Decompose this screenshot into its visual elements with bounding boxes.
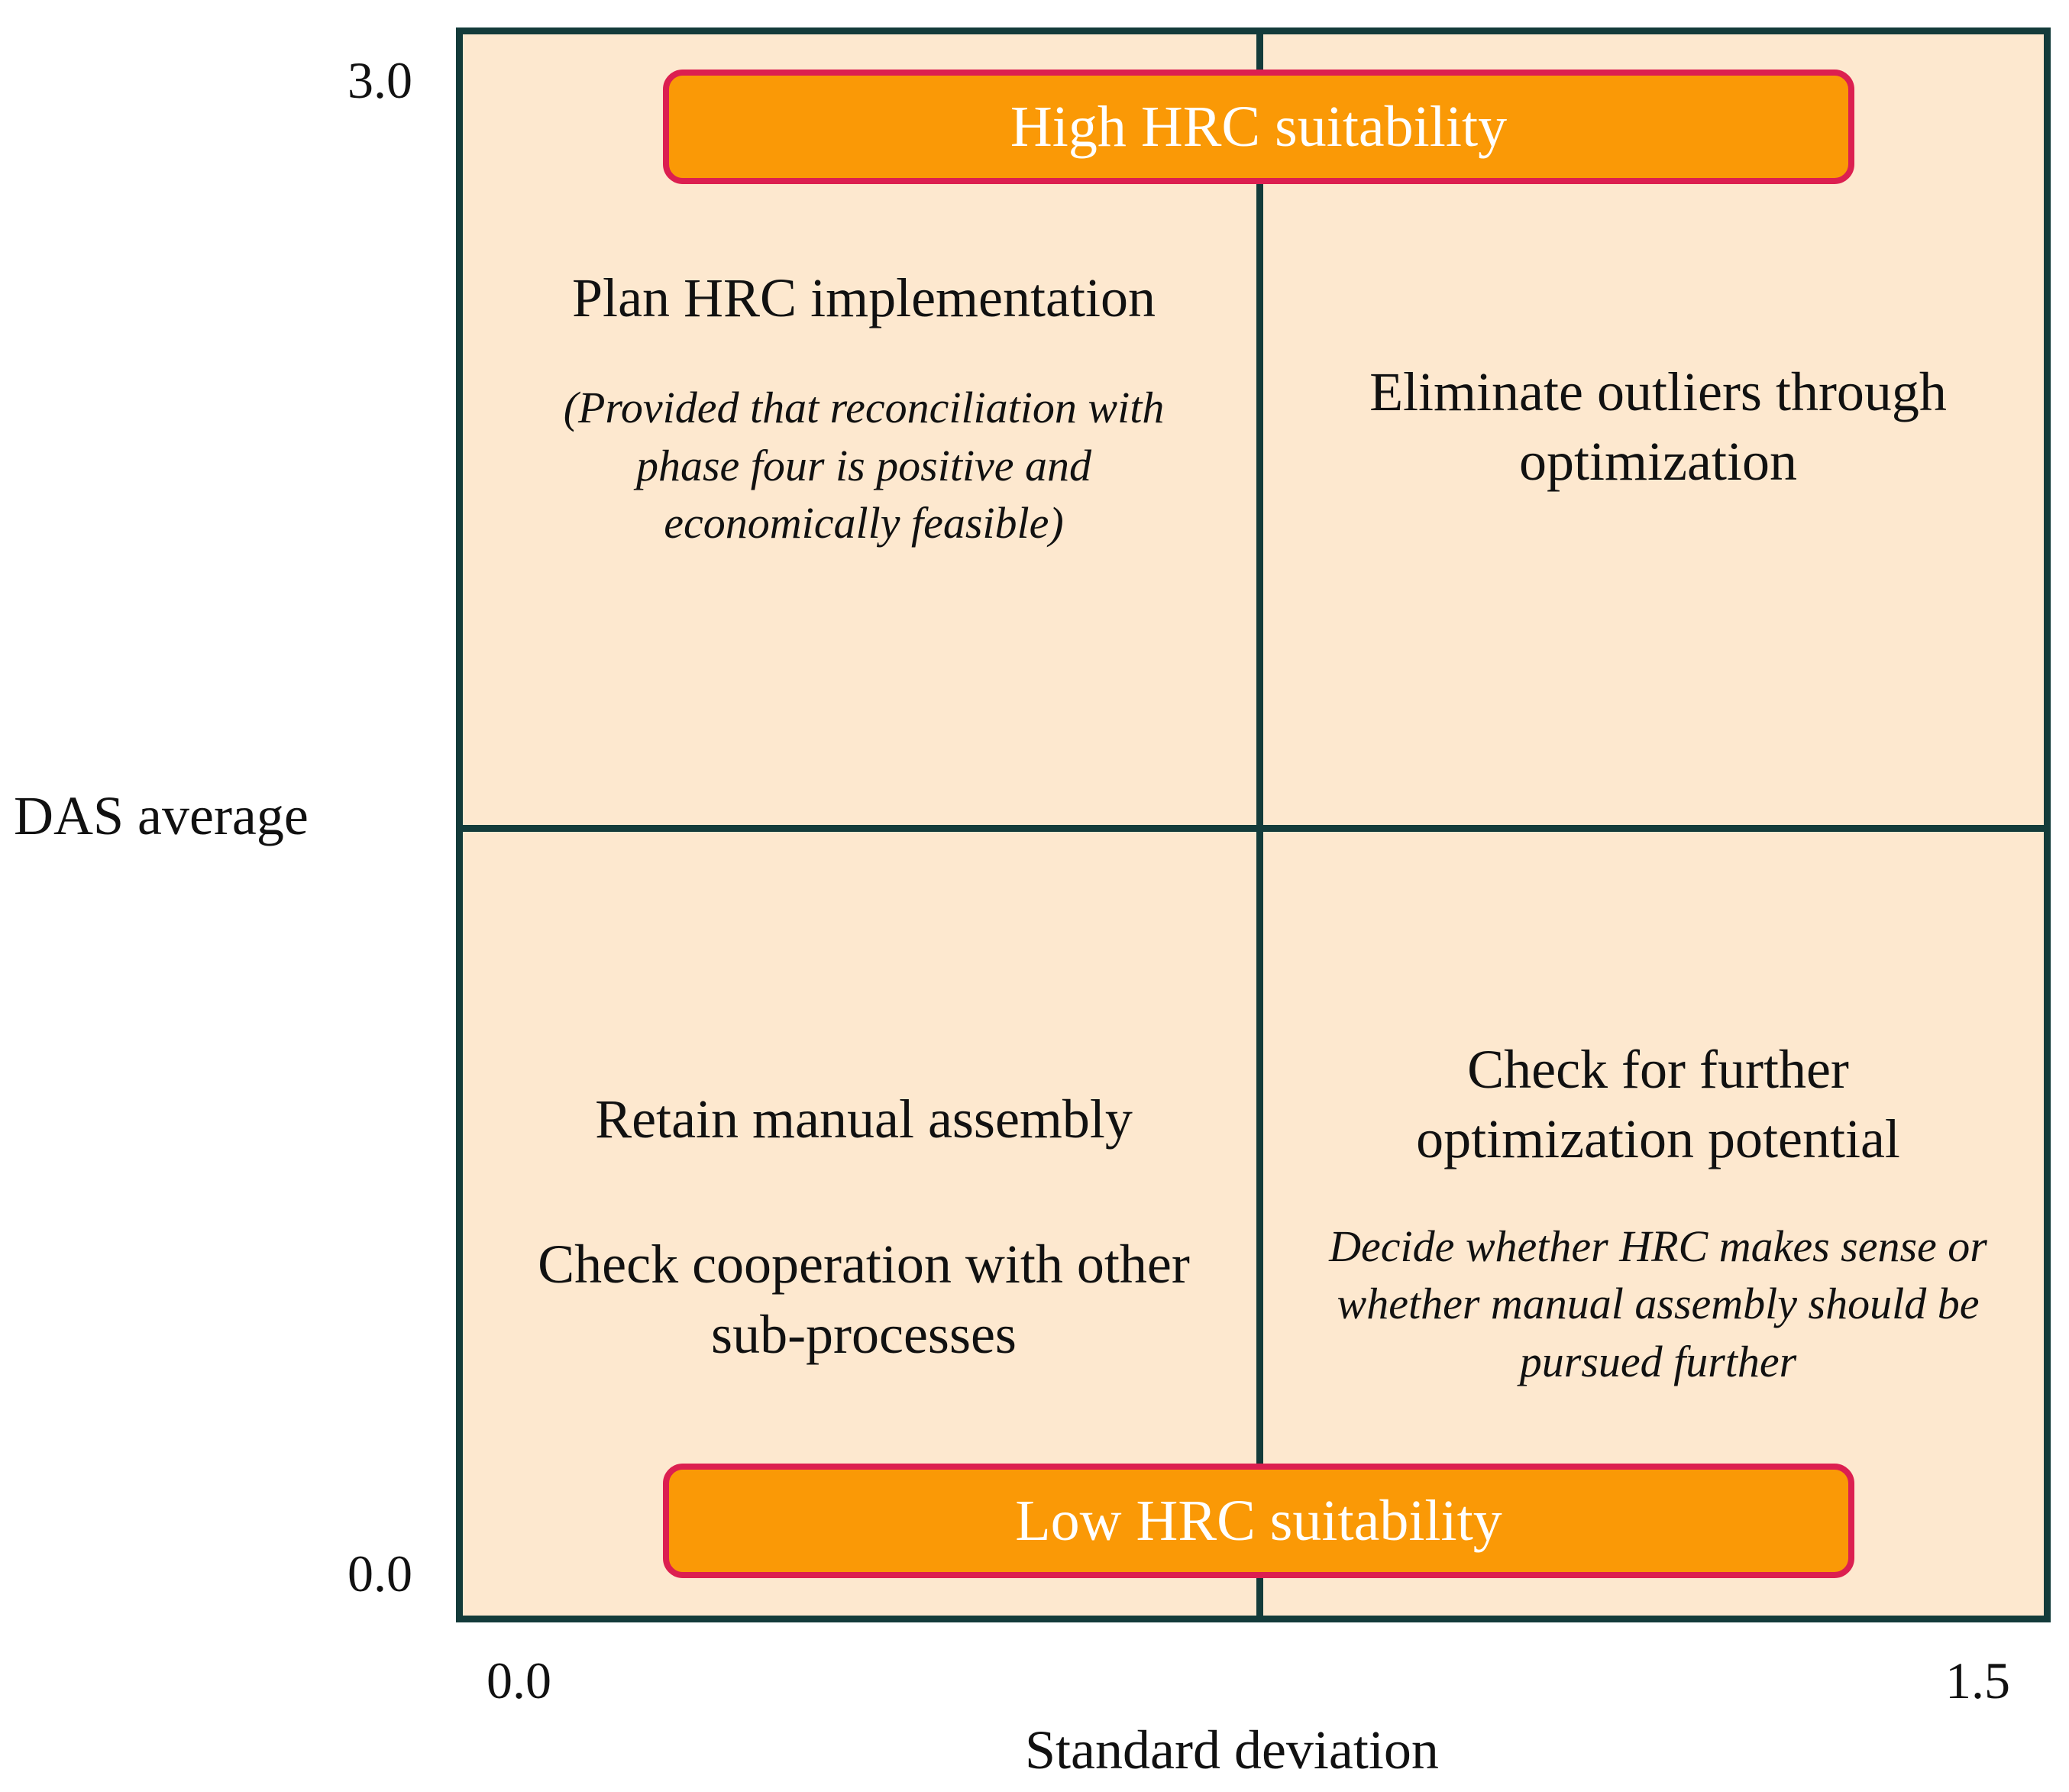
- quadrant-bottom-right-note: Decide whether HRC makes sense or whethe…: [1265, 1218, 2051, 1390]
- x-axis-min-label: 0.0: [487, 1651, 551, 1710]
- title-line: optimization potential: [1416, 1108, 1900, 1170]
- note-line: whether manual assembly should be: [1337, 1279, 1980, 1329]
- quadrant-top-right: Eliminate outliers through optimization: [1265, 357, 2051, 497]
- quadrant-bottom-right-title: Check for further optimization potential: [1265, 1035, 2051, 1175]
- subtitle-line: Check cooperation with other: [538, 1234, 1190, 1295]
- quadrant-bottom-right: Check for further optimization potential…: [1265, 1035, 2051, 1390]
- note-line: economically feasible): [664, 498, 1064, 548]
- high-suitability-banner: High HRC suitability: [663, 70, 1854, 184]
- note-line: pursued further: [1519, 1336, 1797, 1386]
- low-suitability-banner: Low HRC suitability: [663, 1464, 1854, 1578]
- title-line: Check for further: [1467, 1039, 1849, 1100]
- note-line: Decide whether HRC makes sense or: [1329, 1221, 1987, 1271]
- quadrant-top-left-title: Plan HRC implementation: [572, 267, 1156, 328]
- x-axis-title: Standard deviation: [1025, 1719, 1439, 1781]
- quadrant-bottom-left: Retain manual assembly Check cooperation…: [478, 1085, 1249, 1370]
- y-axis-title: DAS average: [14, 785, 309, 846]
- quadrant-bottom-left-title: Retain manual assembly: [595, 1088, 1133, 1150]
- quadrant-top-right-title-line: optimization: [1519, 431, 1797, 493]
- horizontal-divider: [463, 825, 2044, 832]
- x-axis-max-label: 1.5: [1945, 1651, 2010, 1710]
- quadrant-top-left: Plan HRC implementation (Provided that r…: [478, 264, 1249, 552]
- y-axis-min-label: 0.0: [348, 1545, 412, 1603]
- quadrant-top-left-note: (Provided that reconciliation with phase…: [478, 379, 1249, 552]
- note-line: (Provided that reconciliation with: [563, 383, 1165, 433]
- quadrant-top-right-title-line: Eliminate outliers through: [1369, 361, 1947, 422]
- y-axis-max-label: 3.0: [348, 51, 412, 109]
- decision-matrix: High HRC suitability Plan HRC implementa…: [456, 27, 2051, 1622]
- quadrant-bottom-left-subtitle: Check cooperation with other sub-process…: [478, 1230, 1249, 1370]
- note-line: phase four is positive and: [635, 440, 1092, 490]
- subtitle-line: sub-processes: [711, 1303, 1017, 1365]
